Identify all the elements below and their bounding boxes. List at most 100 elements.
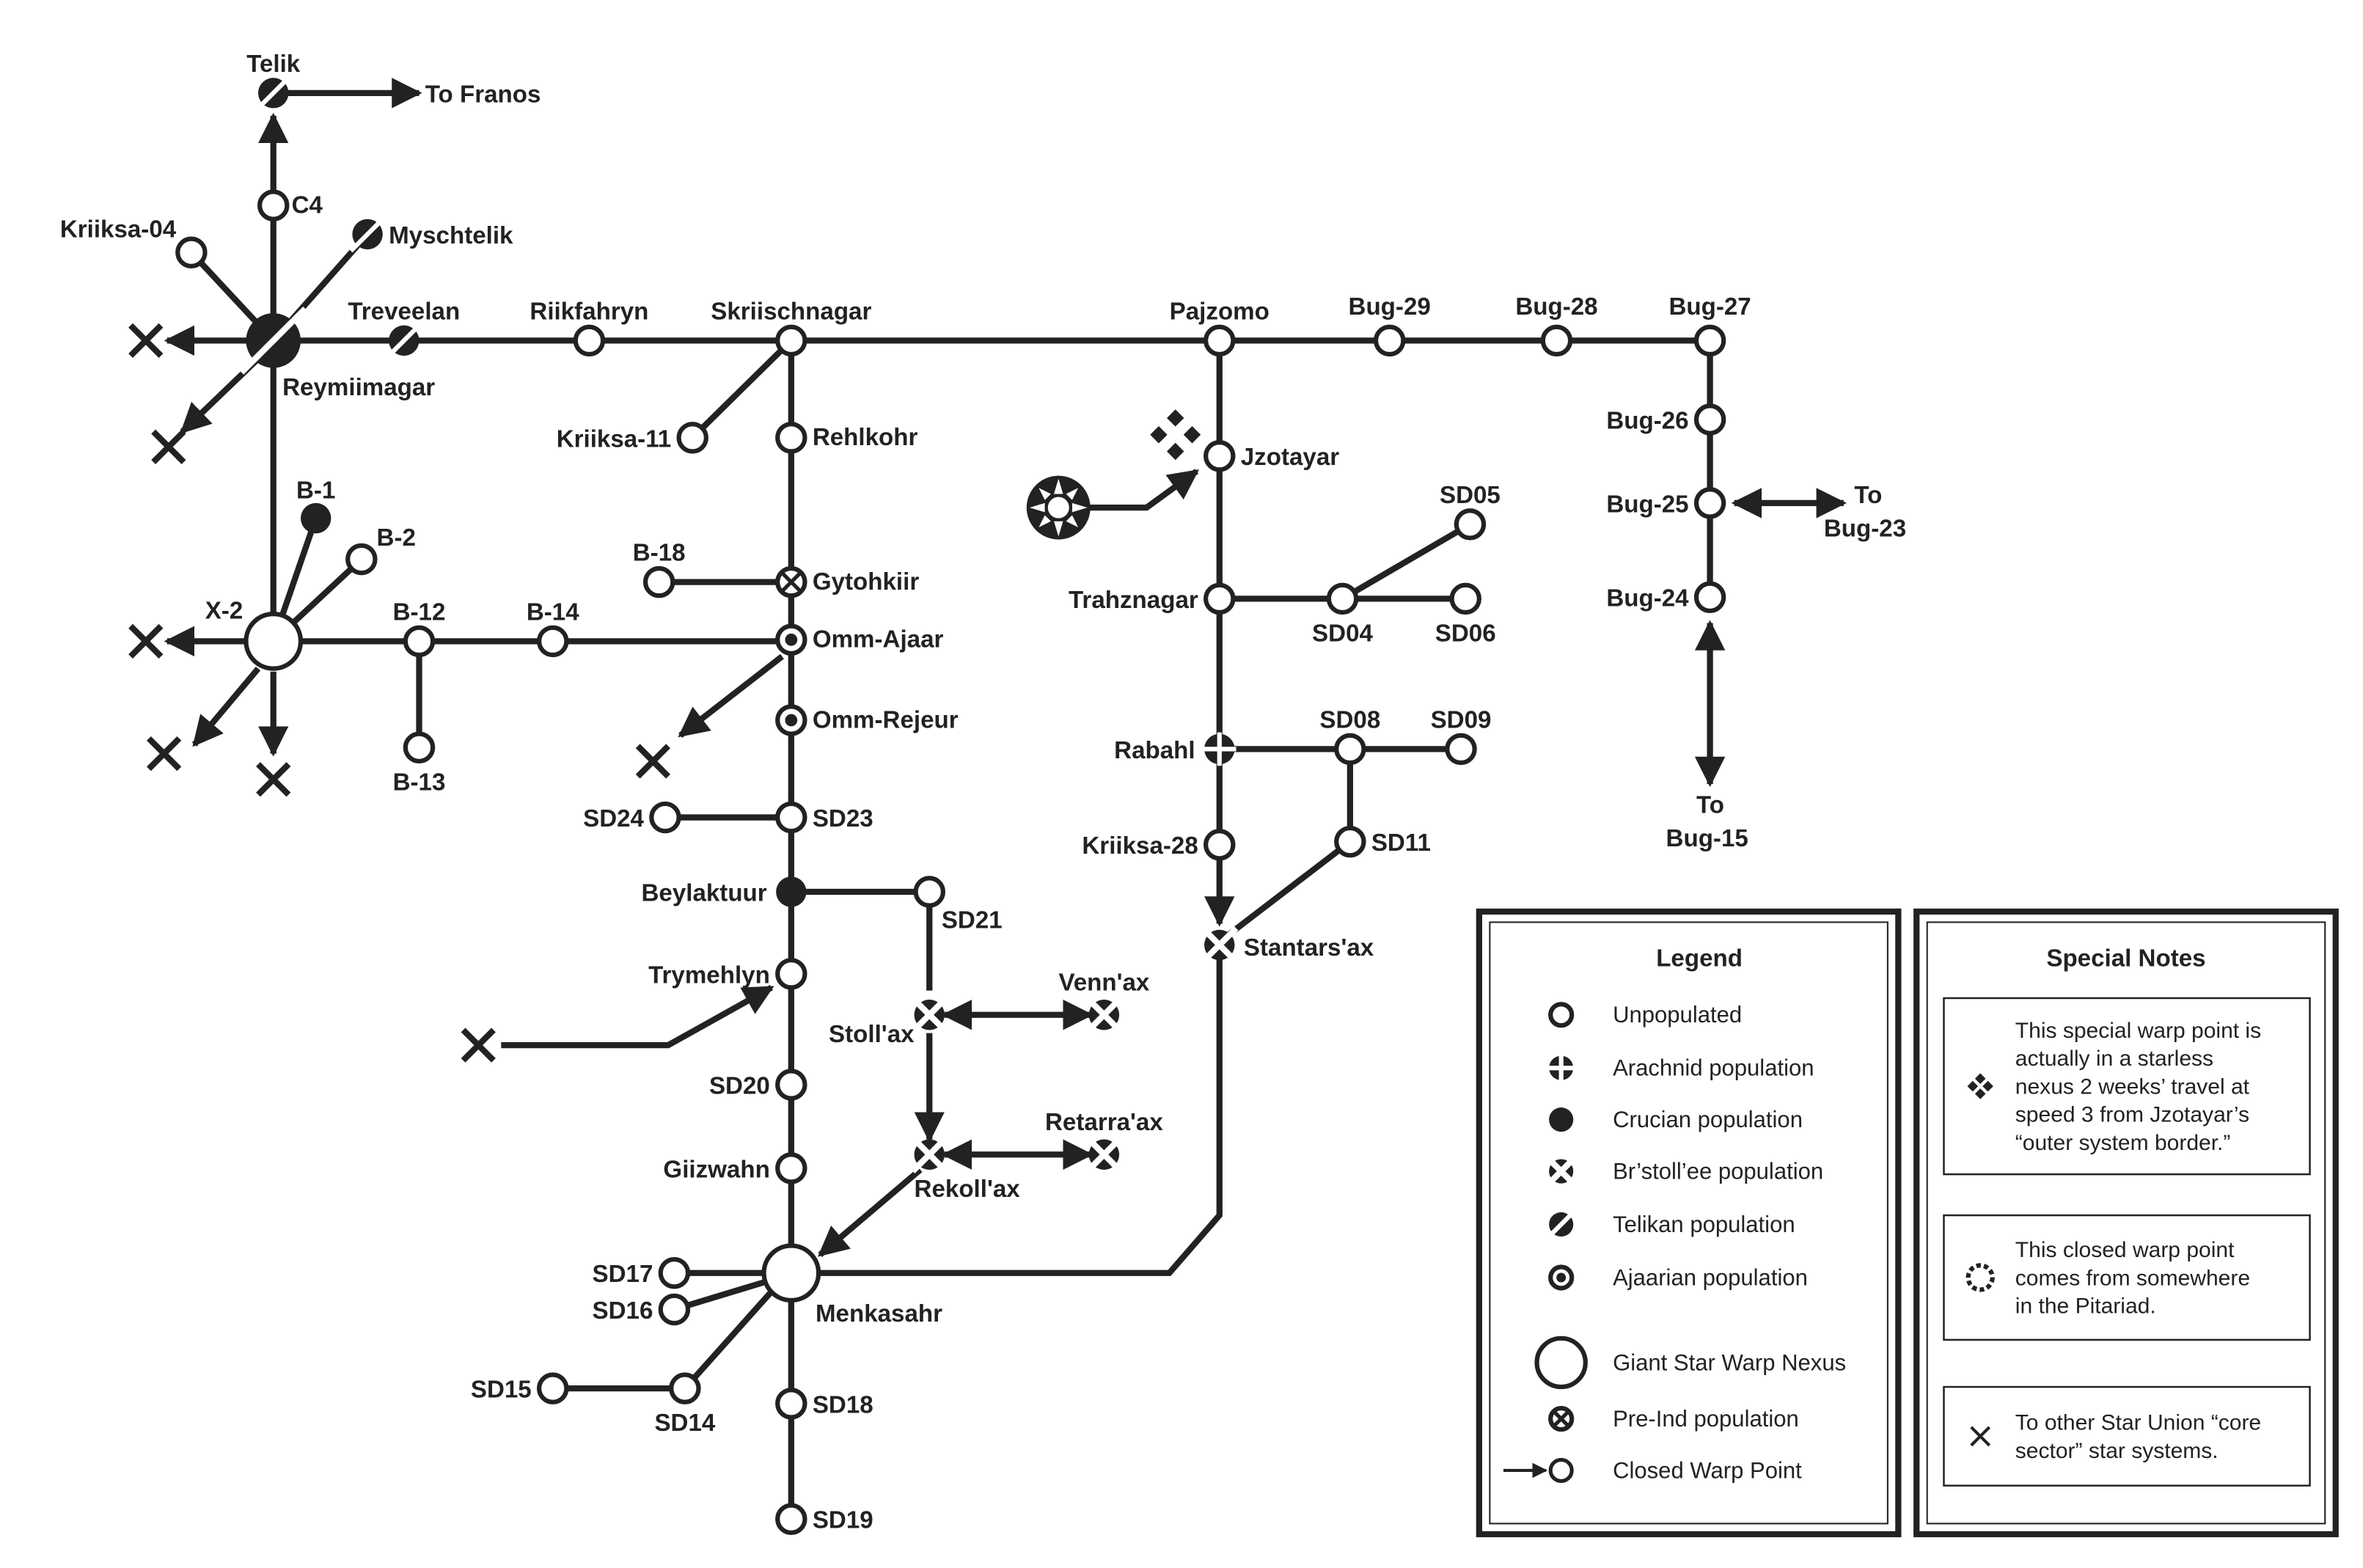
system-sd09[interactable]: SD09 — [1431, 706, 1492, 766]
unpopulated-system-icon — [658, 1257, 691, 1289]
system-ommajaar[interactable]: Omm-Ajaar — [775, 623, 943, 656]
core-sector-x-icon — [151, 429, 186, 464]
link — [682, 1286, 777, 1391]
system-bug25[interactable]: Bug-25 — [1606, 487, 1726, 519]
system-rekollax[interactable]: Rekoll'ax — [910, 1135, 1021, 1203]
exit-label-bug23-line2: Bug-23 — [1824, 515, 1906, 542]
system-bug26[interactable]: Bug-26 — [1606, 403, 1726, 436]
system-label: Rabahl — [1114, 737, 1195, 764]
note-line: To other Star Union “core — [2015, 1411, 2261, 1435]
link — [791, 888, 933, 991]
unpopulated-system-icon — [1326, 582, 1359, 615]
system-label: Retarra'ax — [1045, 1109, 1163, 1136]
system-b18[interactable]: B-18 — [633, 540, 686, 598]
system-giizwahn[interactable]: Giizwahn — [663, 1152, 807, 1184]
unpopulated-system-icon — [775, 1388, 807, 1420]
system-sd21[interactable]: SD21 — [913, 876, 1003, 934]
unpopulated-system-icon — [175, 236, 208, 268]
system-myschtelik[interactable]: Myschtelik — [349, 216, 513, 253]
system-sd06[interactable]: SD06 — [1435, 582, 1496, 648]
system-trahznagar[interactable]: Trahznagar — [1069, 582, 1236, 615]
system-kriiksa11[interactable]: Kriiksa-11 — [557, 422, 708, 454]
system-gytohkiir[interactable]: Gytohkiir — [775, 565, 920, 598]
system-sd23[interactable]: SD23 — [775, 801, 873, 834]
system-sd16[interactable]: SD16 — [593, 1293, 691, 1326]
system-kriiksa28[interactable]: Kriiksa-28 — [1082, 829, 1236, 861]
system-label: Gytohkiir — [813, 568, 920, 596]
system-vennax[interactable]: Venn'ax — [1058, 970, 1150, 1034]
system-rehlkohr[interactable]: Rehlkohr — [775, 422, 917, 454]
unpopulated-system-icon — [345, 543, 378, 576]
brstollee-icon — [1545, 1155, 1578, 1187]
system-sd20[interactable]: SD20 — [709, 1069, 807, 1101]
system-riikfahryn[interactable]: Riikfahryn — [530, 298, 648, 357]
system-c4[interactable]: C4 — [257, 189, 323, 221]
system-sd14[interactable]: SD14 — [654, 1372, 716, 1437]
system-label: SD06 — [1435, 620, 1496, 647]
system-label: Kriiksa-04 — [60, 216, 177, 243]
system-label: Jzotayar — [1241, 444, 1340, 471]
core-sector-x-icon — [635, 744, 671, 779]
system-stantarsax[interactable]: Stantars'ax — [1201, 926, 1374, 964]
system-retarraax[interactable]: Retarra'ax — [1045, 1109, 1163, 1173]
legend-item: Closed Warp Point — [1503, 1457, 1802, 1483]
system-bug27[interactable]: Bug-27 — [1668, 293, 1751, 357]
system-label: SD16 — [593, 1297, 653, 1325]
unpopulated-system-icon — [1204, 582, 1236, 615]
system-label: SD08 — [1319, 706, 1380, 733]
system-bug28[interactable]: Bug-28 — [1515, 293, 1598, 357]
brstollee-system-icon — [1085, 996, 1124, 1034]
system-ommrejeur[interactable]: Omm-Rejeur — [775, 704, 959, 736]
system-sd11[interactable]: SD11 — [1334, 825, 1431, 858]
system-telik[interactable]: Telik — [246, 51, 301, 111]
brstollee-system-icon — [1085, 1135, 1124, 1173]
system-sd08[interactable]: SD08 — [1319, 706, 1380, 766]
core-sector-x-icon — [461, 1027, 496, 1063]
system-label: SD15 — [471, 1377, 532, 1404]
system-sd15[interactable]: SD15 — [471, 1372, 569, 1404]
system-b2[interactable]: B-2 — [345, 524, 416, 576]
system-jzotayar[interactable]: Jzotayar — [1204, 439, 1340, 472]
unpopulated-system-icon — [573, 324, 606, 357]
system-treveelan[interactable]: Treveelan — [348, 298, 460, 359]
system-reymiimagar[interactable]: Reymiimagar — [239, 306, 435, 401]
system-sd05[interactable]: SD05 — [1440, 482, 1501, 541]
system-pajzomo[interactable]: Pajzomo — [1170, 298, 1270, 357]
unpopulated-system-icon — [1693, 403, 1726, 436]
system-skriischnagar[interactable]: Skriischnagar — [711, 298, 871, 357]
system-b1[interactable]: B-1 — [296, 477, 335, 534]
arachnid-system-icon — [1202, 732, 1237, 766]
system-label: Rekoll'ax — [915, 1176, 1021, 1203]
link — [673, 1276, 776, 1313]
system-b12[interactable]: B-12 — [393, 598, 446, 658]
system-beylaktuur[interactable]: Beylaktuur — [641, 876, 807, 907]
system-stollax[interactable]: Stoll'ax — [829, 996, 948, 1048]
system-b14[interactable]: B-14 — [527, 598, 579, 658]
system-bug29[interactable]: Bug-29 — [1349, 293, 1431, 357]
system-b13[interactable]: B-13 — [393, 731, 446, 796]
giant-system-icon — [243, 611, 304, 671]
system-sd17[interactable]: SD17 — [593, 1257, 691, 1289]
system-sd24[interactable]: SD24 — [583, 801, 681, 834]
system-rabahl[interactable]: Rabahl — [1114, 732, 1237, 766]
legend-label: Crucian population — [1613, 1107, 1803, 1132]
system-kriiksa04[interactable]: Kriiksa-04 — [60, 216, 208, 268]
system-sd18[interactable]: SD18 — [775, 1388, 873, 1420]
system-label: C4 — [292, 191, 323, 219]
system-x2[interactable]: X-2 — [205, 597, 304, 671]
system-menkasahr[interactable]: Menkasahr — [761, 1243, 943, 1327]
legend-label: Br’stoll’ee population — [1613, 1158, 1823, 1184]
system-label: B-18 — [633, 540, 686, 567]
note-line: speed 3 from Jzotayar’s — [2015, 1103, 2249, 1127]
system-trymehlyn[interactable]: Trymehlyn — [648, 958, 807, 990]
system-sd04[interactable]: SD04 — [1312, 582, 1373, 648]
unpopulated-system-icon — [1693, 581, 1726, 614]
unpopulated-system-icon — [913, 876, 946, 908]
system-bug24[interactable]: Bug-24 — [1606, 581, 1726, 614]
system-sd19[interactable]: SD19 — [775, 1503, 873, 1535]
link — [791, 945, 1223, 1276]
note-line: This special warp point is — [2015, 1019, 2261, 1043]
brstollee-system-icon — [910, 1135, 948, 1173]
